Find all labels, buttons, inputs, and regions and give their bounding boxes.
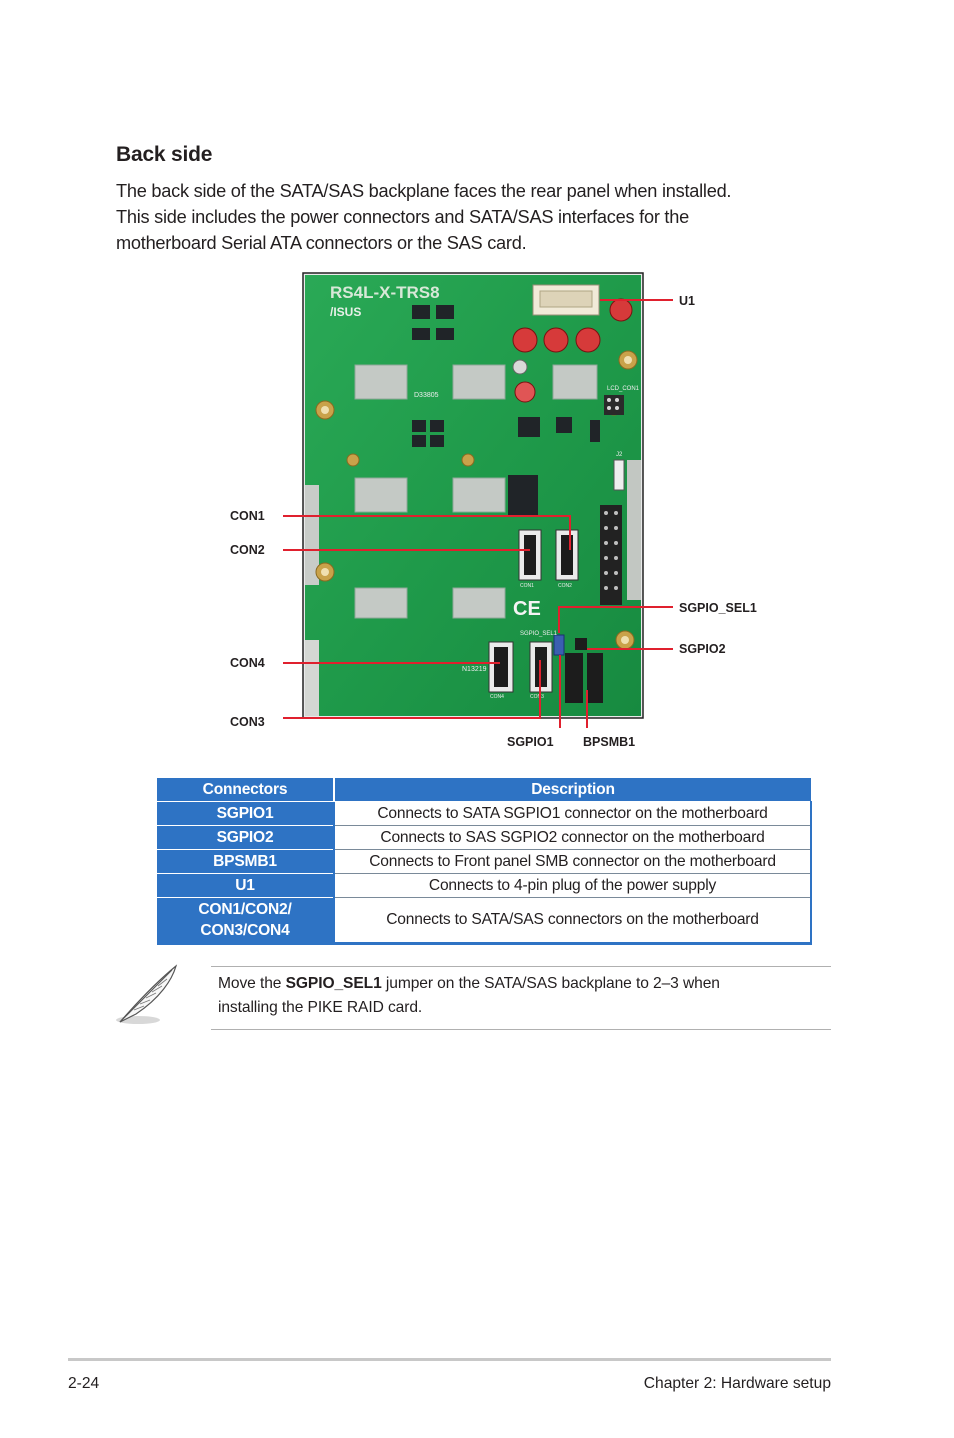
callout-sgpio1: SGPIO1	[507, 735, 554, 749]
intro-line-2: This side includes the power connectors …	[116, 207, 689, 227]
table-cell-connector: SGPIO1	[157, 801, 335, 826]
callout-sgpio-sel1: SGPIO_SEL1	[679, 601, 757, 615]
table-cell-description: Connects to Front panel SMB connector on…	[334, 849, 812, 874]
table-cell-description: Connects to SATA/SAS connectors on the m…	[334, 897, 812, 945]
svg-text:CON3: CON3	[530, 694, 544, 700]
callout-lines	[283, 299, 673, 728]
callout-line-con3	[283, 660, 541, 719]
silkscreen-model: RS4L-X-TRS8	[330, 283, 440, 302]
table-row: BPSMB1 Connects to Front panel SMB conne…	[157, 849, 812, 874]
connector-line-1: CON1/CON2/	[198, 901, 292, 918]
svg-text:LCD_CON1: LCD_CON1	[607, 386, 640, 392]
svg-text:N13219: N13219	[462, 666, 487, 673]
svg-text:CON1: CON1	[520, 583, 534, 589]
table-cell-connector: U1	[157, 873, 335, 898]
chapter-title: Chapter 2: Hardware setup	[643, 1375, 831, 1392]
callout-con4: CON4	[230, 656, 265, 670]
table-row: SGPIO2 Connects to SAS SGPIO2 connector …	[157, 825, 812, 850]
note-text: Move the SGPIO_SEL1 jumper on the SATA/S…	[218, 972, 818, 1020]
callout-u1: U1	[679, 294, 695, 308]
callout-line-con1	[283, 515, 571, 550]
table-header-connectors: Connectors	[157, 778, 335, 802]
callout-con2: CON2	[230, 543, 265, 557]
right-pin-header	[600, 505, 622, 605]
callout-con3: CON3	[230, 715, 265, 729]
table-header-description: Description	[334, 778, 811, 802]
note-box	[211, 966, 831, 1030]
connector-table: Connectors Description SGPIO1 Connects t…	[157, 778, 812, 945]
table-row: SGPIO1 Connects to SATA SGPIO1 connector…	[157, 801, 812, 826]
silkscreen-brand: /ISUS	[330, 305, 361, 319]
table-cell-description: Connects to SAS SGPIO2 connector on the …	[334, 825, 812, 850]
pcb-notch-left	[305, 485, 319, 585]
callout-con1: CON1	[230, 509, 265, 523]
intro-line-3: motherboard Serial ATA connectors or the…	[116, 233, 527, 253]
j2-header	[613, 459, 625, 491]
table-cell-connector: CON1/CON2/ CON3/CON4	[157, 897, 335, 945]
pcb-notch-left-lower	[305, 640, 319, 716]
svg-text:D33805: D33805	[414, 392, 439, 399]
pcb-cutouts	[354, 364, 598, 619]
svg-text:J2: J2	[616, 452, 623, 458]
table-cell-description: Connects to 4-pin plug of the power supp…	[334, 873, 812, 898]
intro-line-1: The back side of the SATA/SAS backplane …	[116, 181, 732, 201]
callout-line-sgpio-sel1	[558, 606, 673, 633]
callout-sgpio2: SGPIO2	[679, 642, 726, 656]
footer-divider	[68, 1358, 831, 1361]
svg-text:CON4: CON4	[490, 694, 504, 700]
ic-chips	[412, 305, 600, 515]
callout-bpsmb1: BPSMB1	[583, 735, 636, 749]
table-cell-description: Connects to SATA SGPIO1 connector on the…	[334, 801, 812, 826]
intro-paragraph: The back side of the SATA/SAS backplane …	[116, 178, 816, 256]
table-header-row: Connectors Description	[157, 778, 811, 802]
note-line-2: installing the PIKE RAID card.	[218, 999, 423, 1016]
pcb-notch-right	[627, 460, 641, 600]
table-row: U1 Connects to 4-pin plug of the power s…	[157, 873, 812, 898]
table-row: CON1/CON2/ CON3/CON4 Connects to SATA/SA…	[157, 897, 812, 945]
svg-text:CON2: CON2	[558, 583, 572, 589]
lcd-con1-header	[604, 395, 624, 415]
table-cell-connector: SGPIO2	[157, 825, 335, 850]
connector-line-2: CON3/CON4	[200, 922, 290, 939]
feather-quill-icon	[114, 962, 184, 1033]
ce-mark: CE	[513, 598, 541, 620]
note-line-1: Move the SGPIO_SEL1 jumper on the SATA/S…	[218, 975, 720, 992]
svg-text:SGPIO_SEL1: SGPIO_SEL1	[520, 631, 558, 637]
backplane-figure: CE RS4L-X-TRS8 /ISUS D33805 N13219 SGPIO…	[0, 260, 954, 760]
table-cell-connector: BPSMB1	[157, 849, 335, 874]
capacitors	[512, 298, 633, 403]
section-heading: Back side	[116, 143, 213, 166]
page-number: 2-24	[68, 1375, 100, 1392]
note-bold-term: SGPIO_SEL1	[285, 975, 382, 992]
backplane-photo: CE RS4L-X-TRS8 /ISUS D33805 N13219 SGPIO…	[283, 272, 673, 728]
